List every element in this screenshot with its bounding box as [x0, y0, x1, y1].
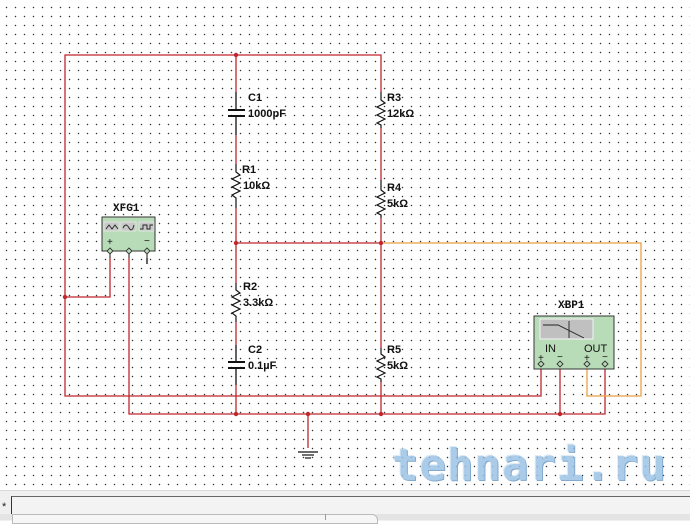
capacitor-c2[interactable]	[228, 345, 245, 385]
junctions	[62, 52, 563, 417]
junction-dot	[233, 411, 239, 417]
c2-ref: C2	[248, 344, 262, 356]
bode-plotter-xbp1[interactable]: IN OUT + − + −	[533, 315, 615, 370]
sheet-tab-strip	[0, 514, 690, 524]
bode-out-label: OUT	[584, 343, 608, 355]
status-field	[11, 496, 690, 517]
modified-marker: *	[2, 501, 7, 513]
junction-dot	[233, 240, 239, 246]
watermark: tehnari.ru	[392, 440, 667, 491]
c1-ref: C1	[248, 92, 262, 104]
resistor-r4[interactable]	[375, 180, 387, 218]
xfg1-plus-label: +	[107, 237, 113, 248]
r2-value: 3.3kΩ	[243, 297, 273, 309]
bode-out-minus-label: −	[602, 352, 608, 363]
terminal-in-minus	[556, 360, 564, 368]
terminal-out-plus	[583, 360, 591, 368]
sheet-tab[interactable]	[12, 514, 378, 524]
r1-value: 10kΩ	[243, 180, 270, 192]
xbp1-label: XBP1	[558, 300, 585, 312]
r5-ref: R5	[387, 344, 401, 356]
r4-ref: R4	[387, 182, 402, 194]
r3-value: 12kΩ	[387, 108, 414, 120]
tab-separator	[325, 514, 326, 520]
xbp1-terminals[interactable]	[537, 360, 609, 368]
bode-out-plus-label: +	[584, 353, 590, 364]
bode-in-minus-label: −	[557, 352, 563, 363]
c2-value: 0.1µF	[248, 360, 277, 372]
resistor-r1[interactable]	[230, 164, 242, 208]
junction-dot	[378, 411, 384, 417]
r2-ref: R2	[243, 281, 257, 293]
r5-value: 5kΩ	[387, 360, 408, 372]
junction-dot	[62, 294, 68, 300]
r3-ref: R3	[387, 92, 401, 104]
junction-dot	[233, 52, 239, 58]
bode-in-label: IN	[545, 343, 556, 355]
r4-value: 5kΩ	[387, 198, 408, 210]
wire-xfg-com[interactable]	[128, 258, 606, 415]
triangle-wave-icon	[103, 221, 120, 232]
wires	[64, 54, 642, 448]
xfg1-minus-label: −	[144, 236, 150, 247]
c1-value: 1000pF	[248, 108, 286, 120]
wire-top[interactable]	[64, 54, 382, 297]
terminal-out-minus	[601, 360, 609, 368]
capacitor-c1[interactable]	[228, 92, 245, 135]
square-wave-icon	[138, 221, 155, 232]
resistor-r3[interactable]	[375, 92, 387, 128]
function-generator-xfg1[interactable]: + −	[101, 216, 156, 258]
wire-output[interactable]	[381, 242, 642, 397]
xfg1-label: XFG1	[113, 203, 140, 215]
resistor-r2[interactable]	[230, 283, 242, 322]
bode-in-plus-label: +	[538, 353, 544, 364]
schematic-canvas[interactable]: C1 1000pF R1 10kΩ R2 3.3kΩ C2 0.1µF R3 1…	[0, 0, 690, 490]
ground-icon[interactable]	[298, 451, 318, 459]
r1-ref: R1	[242, 164, 256, 176]
resistor-r5[interactable]	[375, 348, 387, 382]
terminal-in-plus	[537, 360, 545, 368]
wire-in-plus[interactable]	[64, 297, 542, 397]
junction-dot	[378, 240, 384, 246]
wire-xfg-plus[interactable]	[65, 258, 111, 298]
junction-dot	[557, 411, 563, 417]
junction-dot	[305, 411, 311, 417]
